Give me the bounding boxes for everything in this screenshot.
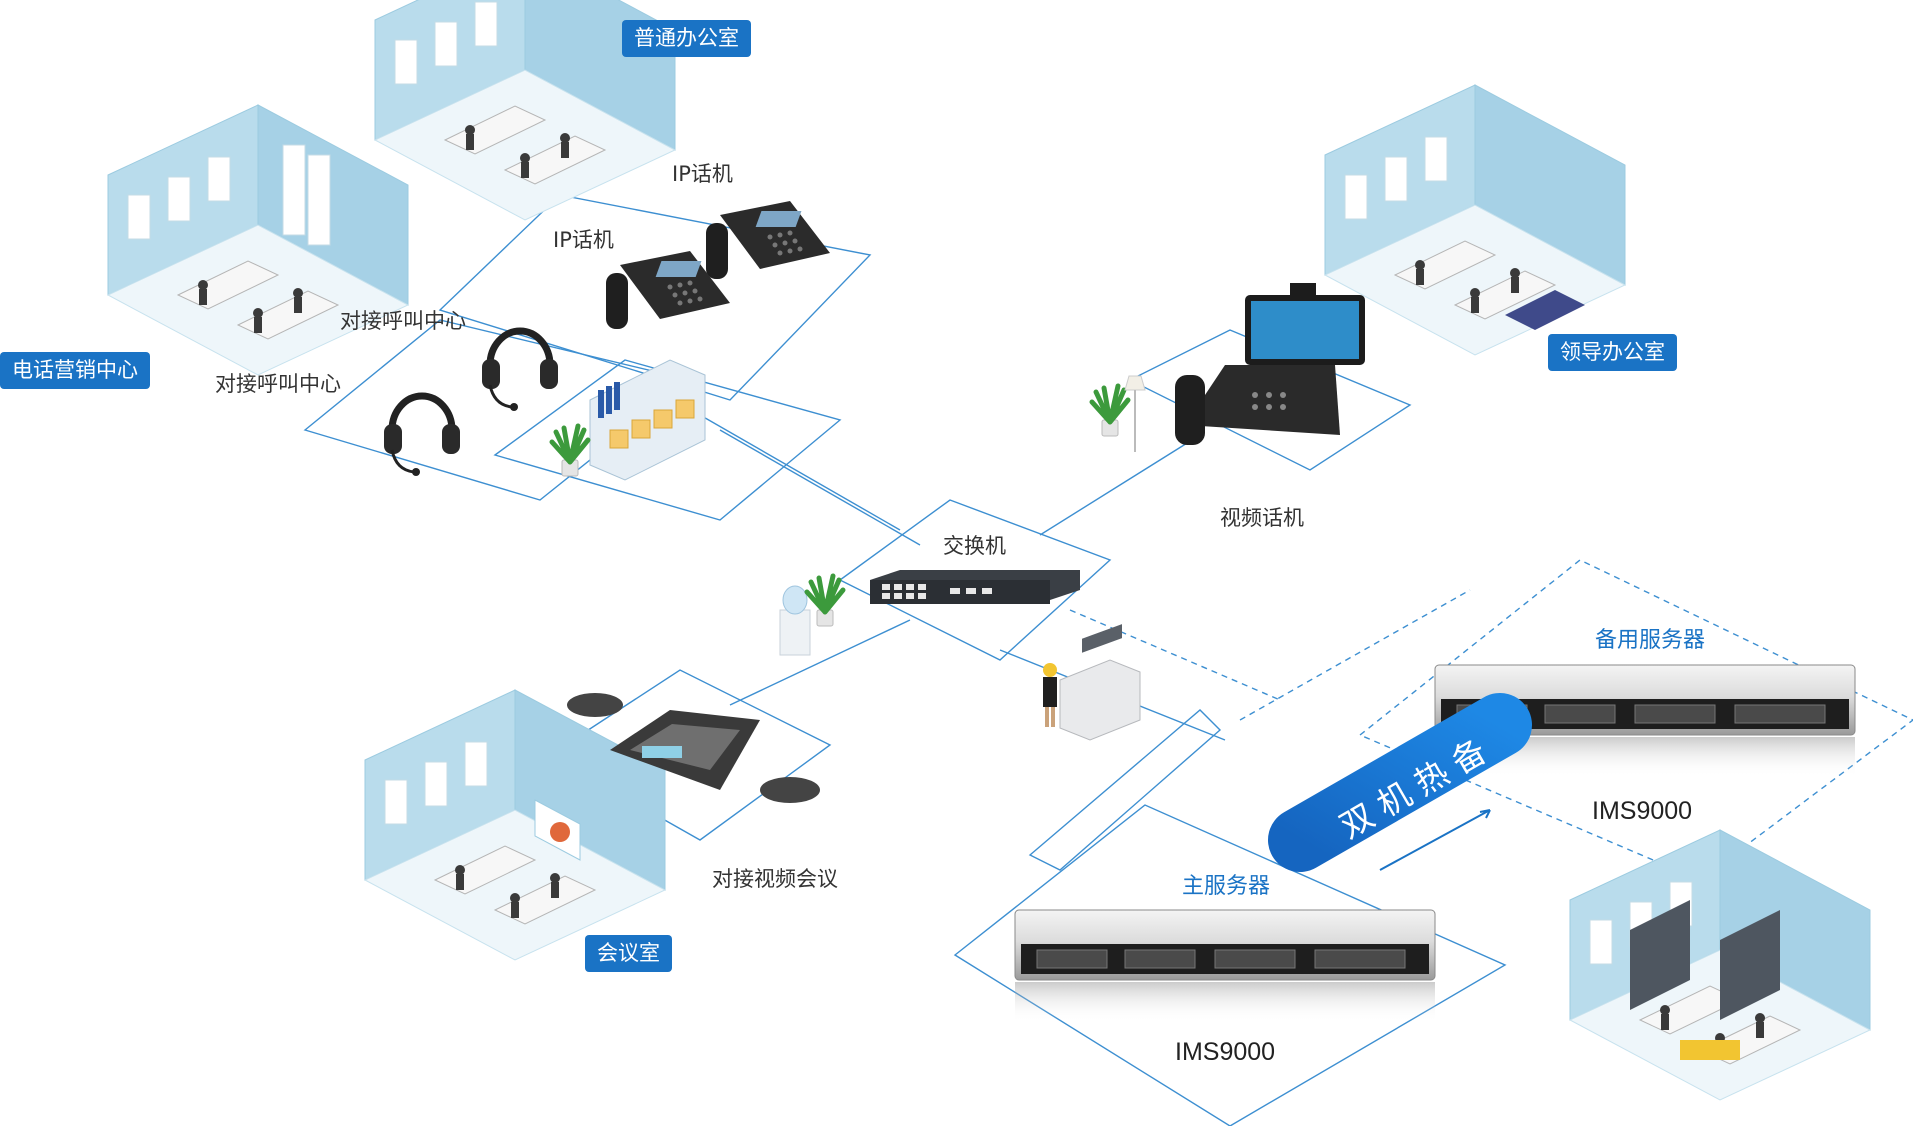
backup-server-model: IMS9000 bbox=[1592, 797, 1693, 825]
ip-phone-label-1: IP话机 bbox=[672, 162, 733, 186]
backup-lines bbox=[1069, 559, 1913, 881]
main-server-zone bbox=[953, 804, 1507, 1126]
server-room-icon bbox=[1569, 829, 1871, 1101]
backup-server-zone bbox=[1358, 559, 1913, 881]
ip-phone-icon bbox=[706, 201, 830, 279]
lamp-icon bbox=[1124, 375, 1146, 452]
call-center-label-1: 对接呼叫中心 bbox=[340, 309, 466, 333]
ip-phone-zone bbox=[438, 194, 872, 401]
printer-icon bbox=[1043, 624, 1141, 741]
video-phone-icon bbox=[1175, 283, 1365, 445]
ip-phone-label-2: IP话机 bbox=[553, 228, 614, 252]
video-phone-label: 视频话机 bbox=[1220, 506, 1304, 530]
switch-zone bbox=[838, 499, 1112, 661]
meeting-room-icon bbox=[364, 689, 666, 961]
rack-server-icon bbox=[1014, 909, 1436, 1023]
conference-phone-icon bbox=[567, 693, 820, 803]
main-server-link-zone bbox=[1028, 709, 1222, 871]
file-cabinet-icon bbox=[589, 359, 706, 481]
network-switch-icon bbox=[870, 570, 1080, 604]
call-center-room-icon bbox=[107, 104, 409, 376]
telemarketing-center-badge: 电话营销中心 bbox=[0, 352, 150, 390]
headset-icon bbox=[482, 331, 558, 411]
water-dispenser-icon bbox=[779, 585, 811, 656]
main-server-label: 主服务器 bbox=[1182, 874, 1271, 899]
leader-office-badge: 领导办公室 bbox=[1548, 334, 1677, 372]
backup-server-label: 备用服务器 bbox=[1595, 628, 1706, 653]
video-conference-label: 对接视频会议 bbox=[712, 867, 838, 891]
leader-room-icon bbox=[1324, 84, 1626, 356]
ordinary-office-badge: 普通办公室 bbox=[622, 20, 751, 58]
plant-icon bbox=[552, 426, 588, 476]
video-phone-zone bbox=[1128, 329, 1412, 471]
call-center-label-2: 对接呼叫中心 bbox=[215, 372, 341, 396]
plant-icon bbox=[807, 576, 843, 626]
main-server-model: IMS9000 bbox=[1175, 1038, 1276, 1066]
switch-label: 交换机 bbox=[943, 534, 1006, 558]
hot-standby-pill bbox=[1268, 693, 1532, 872]
headset-icon bbox=[384, 396, 460, 476]
cabinet-zone bbox=[493, 359, 842, 521]
plant-icon bbox=[1092, 386, 1128, 436]
meeting-room-badge: 会议室 bbox=[585, 935, 672, 973]
